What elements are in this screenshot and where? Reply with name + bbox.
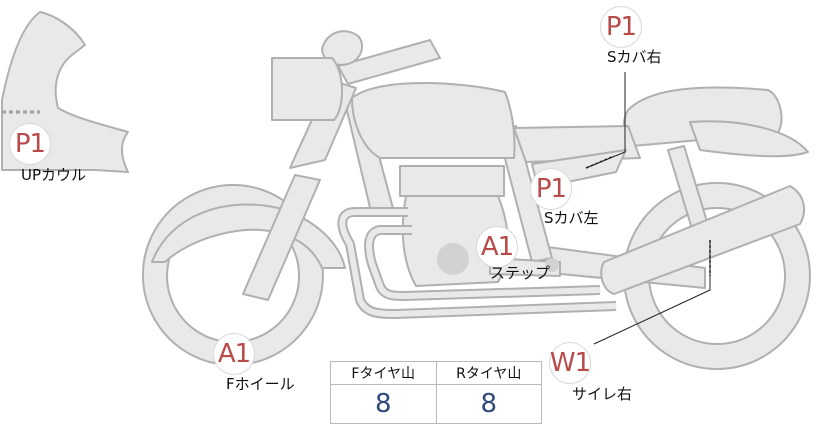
fuel-tank (351, 82, 516, 159)
engine-head (399, 165, 505, 197)
handlebar (337, 39, 441, 85)
label-up-cowl: UPカウル (21, 166, 87, 184)
headlight (271, 57, 343, 121)
marker-silencer-right: W1 (549, 342, 591, 384)
rear-tread-header: Rタイヤ山 (435, 361, 542, 385)
label-s-cover-left: Sカバ左 (544, 209, 599, 227)
label-silencer-right: サイレ右 (572, 385, 633, 403)
exhaust-pipe-upper-inner (339, 209, 617, 317)
silencer (600, 185, 806, 295)
marker-step: A1 (476, 226, 518, 268)
leader-s-cover-right-dash (585, 155, 615, 169)
tread-header-row: Fタイヤ山 Rタイヤ山 (330, 361, 542, 385)
label-s-cover-right: Sカバ右 (607, 48, 662, 66)
front-tread-header: Fタイヤ山 (330, 361, 437, 385)
tire-tread-table: Fタイヤ山 Rタイヤ山 8 8 (330, 361, 542, 424)
tread-value-row: 8 8 (330, 384, 542, 424)
front-tread-value: 8 (330, 384, 437, 424)
rear-tread-value: 8 (435, 384, 542, 424)
marker-up-cowl: P1 (9, 123, 51, 165)
leader-s-cover-right (585, 72, 626, 169)
damage-spot-step (437, 243, 469, 275)
label-f-wheel: Fホイール (226, 375, 295, 393)
exhaust-pipe-lower-inner (366, 227, 601, 299)
marker-f-wheel: A1 (213, 333, 255, 375)
label-step: ステップ (490, 264, 551, 282)
front-fork (242, 174, 321, 301)
marker-s-cover-left: P1 (530, 168, 572, 210)
damage-spot-step-small (545, 258, 559, 272)
tail-cowl (689, 120, 809, 158)
marker-s-cover-right: P1 (600, 6, 642, 48)
